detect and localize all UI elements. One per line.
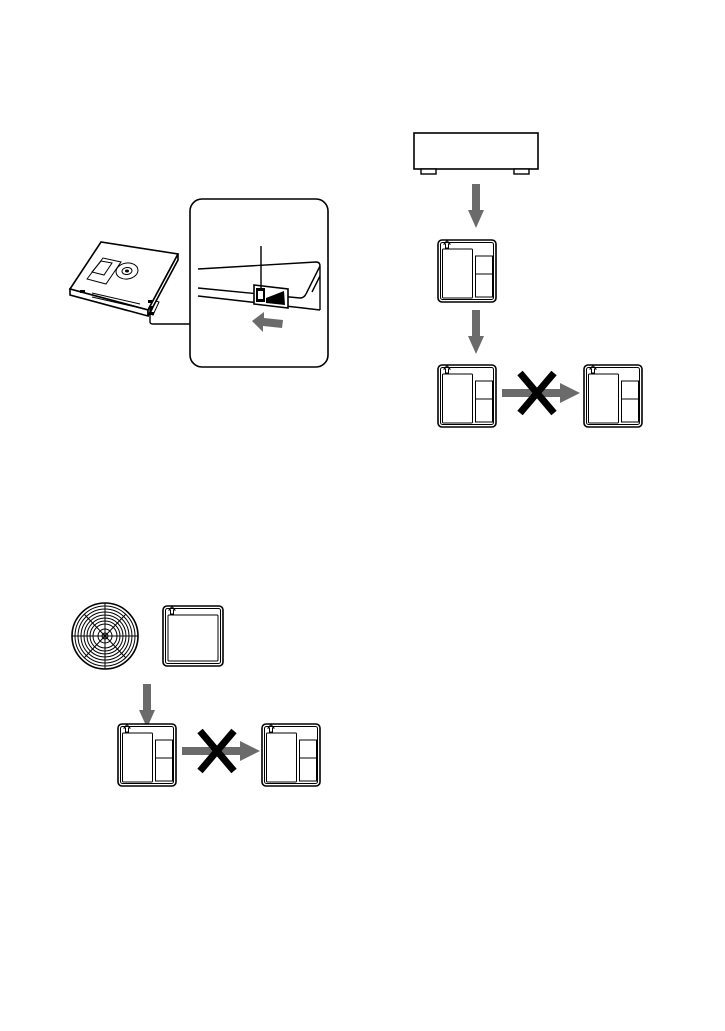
down-arrow-icon — [468, 310, 484, 354]
minidisc-front-icon — [438, 240, 496, 302]
recordable-md-icon — [163, 606, 223, 666]
minidisc-icon — [70, 242, 178, 316]
down-arrow-icon — [139, 684, 155, 728]
magnified-slot-panel — [190, 199, 328, 367]
cd-icon — [72, 603, 138, 669]
no-copy-cross-icon — [182, 731, 260, 771]
stereo-deck-icon — [414, 133, 538, 174]
deck-copy-chain — [414, 133, 642, 427]
minidisc-front-icon — [118, 724, 176, 786]
minidisc-front-icon — [584, 365, 642, 427]
minidisc-front-icon — [262, 724, 320, 786]
no-copy-cross-icon — [502, 373, 580, 413]
down-arrow-icon — [468, 184, 484, 228]
write-protect-illustration — [70, 199, 328, 367]
cd-copy-chain — [72, 603, 320, 786]
minidisc-front-icon — [438, 365, 496, 427]
write-protect-slider — [254, 285, 288, 308]
